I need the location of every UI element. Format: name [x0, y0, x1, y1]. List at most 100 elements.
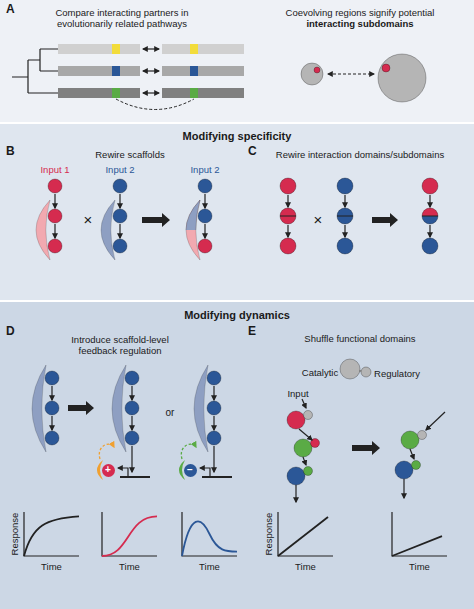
- protein-circle: [280, 238, 296, 254]
- promoter-arrow: [118, 468, 128, 477]
- panel-letter: E: [248, 326, 256, 337]
- response-plot: [392, 512, 447, 556]
- response-curve: [24, 516, 79, 556]
- protein-circle: [422, 238, 438, 254]
- protein-circle: [198, 209, 212, 223]
- signal-arrow: [54, 224, 55, 238]
- protein-circle: [48, 209, 62, 223]
- figure-label: Input 1: [40, 164, 69, 175]
- section-heading: Modifying specificity: [87, 131, 387, 142]
- sign-circle: −: [184, 464, 197, 477]
- signal-arrow: [213, 416, 214, 430]
- signal-arrow: [119, 224, 120, 238]
- scaffold-shape: [101, 200, 115, 260]
- signal-arrow: [213, 386, 214, 400]
- scaffold-shape: [36, 200, 50, 260]
- plot-axes: [278, 512, 333, 556]
- signal-arrow: [429, 225, 430, 237]
- input-arrow: [302, 399, 306, 408]
- domain-divider: [280, 216, 296, 217]
- signal-arrow: [344, 225, 345, 237]
- figure-label: Input 2: [105, 164, 134, 175]
- signal-arrow: [410, 449, 414, 459]
- adaptive-curve: [182, 521, 237, 556]
- protein-circle: [207, 371, 221, 385]
- plot-axes: [24, 512, 79, 556]
- signal-arrow: [119, 194, 120, 208]
- protein-circle: [198, 239, 212, 253]
- transform-arrow: [372, 213, 398, 227]
- signal-arrow: [51, 386, 52, 400]
- response-plot: [278, 512, 333, 556]
- scaffold-shape: [112, 365, 126, 452]
- protein-circle: [45, 431, 59, 445]
- plot-axes: [182, 512, 237, 556]
- section-heading: Modifying dynamics: [87, 310, 387, 321]
- plot-axes: [102, 512, 157, 556]
- protein-circle: [198, 179, 212, 193]
- protein-circle: [337, 178, 353, 194]
- panel-caption: Introduce scaffold-level feedback regula…: [55, 334, 185, 356]
- signal-arrow: [204, 224, 205, 238]
- domain-divider: [337, 216, 353, 217]
- transform-arrow: [352, 441, 380, 455]
- scaffold-shape: [32, 365, 46, 452]
- regulatory-domain: [304, 467, 313, 476]
- protein-bar: [58, 44, 140, 54]
- coevolving-region: [112, 88, 120, 98]
- caption-bold: interacting subdomains: [306, 18, 413, 29]
- protein-circle: [207, 431, 221, 445]
- domain-half: [422, 208, 438, 216]
- figure-label: Input: [287, 388, 308, 399]
- catalytic-domain: [395, 461, 413, 479]
- domain-half: [337, 216, 353, 224]
- panel-caption: +: [105, 465, 111, 475]
- protein-circle: [113, 239, 127, 253]
- protein-circle: [125, 371, 139, 385]
- panel-caption: −: [187, 465, 193, 475]
- catalytic-domain: [287, 411, 305, 429]
- domain-half: [280, 208, 296, 216]
- response-plot: [102, 512, 157, 556]
- protein-circle: [337, 238, 353, 254]
- coevolving-region: [112, 44, 120, 54]
- regulatory-domain: [412, 461, 421, 470]
- feedback-loop: [99, 444, 114, 459]
- response-line: [392, 536, 442, 556]
- panel-caption: Coevolving regions signify potential int…: [260, 7, 460, 29]
- signal-arrow: [131, 386, 132, 400]
- regulatory-domain: [304, 411, 313, 420]
- subdomain-protein: [301, 63, 323, 85]
- regulatory-domain: [361, 367, 371, 377]
- subdomain-protein: [378, 54, 426, 102]
- dashed-interaction-arrow: [328, 73, 374, 74]
- sigmoid-curve: [102, 516, 157, 556]
- figure-label: Input 2: [190, 164, 219, 175]
- axis-label: Response: [9, 513, 20, 556]
- signal-arrow: [51, 416, 52, 430]
- coevolving-region: [190, 44, 198, 54]
- signal-arrow: [287, 195, 288, 207]
- protein-circle: [125, 401, 139, 415]
- figure-label: Time: [119, 561, 140, 572]
- panel-band: Modifying specificityBRewire scaffoldsCR…: [0, 124, 474, 300]
- interaction-arrow: [143, 92, 159, 93]
- transform-arrow: [68, 401, 94, 415]
- panel-caption: Compare interacting partners in evolutio…: [40, 7, 205, 29]
- scaffold-shape: [186, 200, 200, 260]
- signal-arrow: [213, 446, 214, 472]
- domain-half: [280, 216, 296, 224]
- catalytic-domain: [401, 431, 419, 449]
- protein-circle: [113, 209, 127, 223]
- figure-label: Catalytic: [302, 367, 338, 378]
- protein-circle: [48, 239, 62, 253]
- panel-letter: B: [6, 146, 15, 157]
- axis-label: Response: [263, 513, 274, 556]
- promoter-arrow: [200, 468, 210, 477]
- input-arrow: [426, 412, 445, 430]
- interaction-arrow: [143, 70, 159, 71]
- panel-caption: Shuffle functional domains: [260, 333, 460, 344]
- protein-bar: [162, 44, 244, 54]
- phylogenetic-tree: [12, 49, 58, 93]
- panel-letter: A: [6, 4, 15, 15]
